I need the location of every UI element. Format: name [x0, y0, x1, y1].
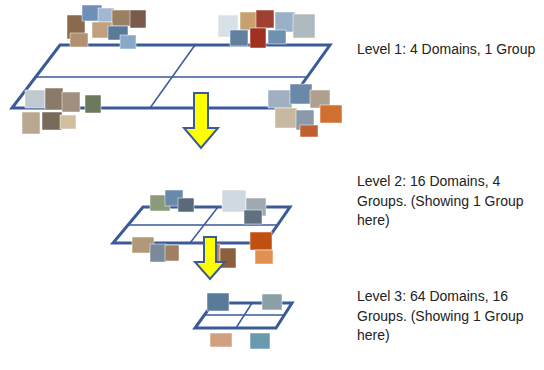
level-label: Level 1: 4 Domains, 1 Group: [357, 40, 539, 60]
photo-cluster: [67, 5, 146, 49]
photo-cluster: [268, 84, 342, 137]
photo-thumbnail: [210, 333, 232, 347]
photo-thumbnail: [293, 14, 315, 38]
photo-thumbnail: [290, 84, 312, 104]
photo-thumbnail: [250, 28, 266, 48]
photo-cluster: [132, 190, 273, 268]
photo-thumbnail: [165, 245, 179, 261]
photo-thumbnail: [255, 250, 273, 264]
photo-thumbnail: [250, 232, 272, 250]
photo-thumbnail: [150, 244, 166, 262]
level-label: Level 2: 16 Domains, 4 Groups. (Showing …: [357, 172, 539, 231]
photo-thumbnail: [60, 115, 76, 129]
photo-thumbnail: [70, 33, 88, 47]
photo-thumbnail: [120, 35, 136, 49]
photo-thumbnail: [62, 92, 80, 112]
photo-thumbnail: [42, 112, 62, 130]
photo-thumbnail: [207, 293, 229, 311]
photo-thumbnail: [250, 333, 270, 349]
photo-cluster: [22, 88, 101, 134]
photo-cluster: [207, 293, 282, 349]
photo-thumbnail: [230, 30, 248, 46]
photo-thumbnail: [130, 10, 146, 28]
photo-cluster: [218, 10, 315, 48]
photo-thumbnail: [320, 105, 342, 123]
photo-thumbnail: [268, 90, 292, 108]
photo-thumbnail: [300, 125, 318, 137]
photo-thumbnail: [45, 88, 63, 110]
photo-thumbnail: [262, 294, 282, 310]
photo-thumbnail: [240, 12, 258, 30]
down-arrow: [195, 237, 225, 279]
grid-line: [236, 303, 252, 328]
photo-thumbnail: [275, 108, 297, 128]
photo-thumbnail: [222, 190, 246, 212]
photo-thumbnail: [244, 210, 262, 224]
grid-line: [150, 45, 195, 108]
photo-thumbnail: [25, 90, 45, 108]
level-label: Level 3: 64 Domains, 16 Groups. (Showing…: [357, 287, 539, 346]
photo-thumbnail: [22, 112, 40, 134]
photo-thumbnail: [268, 30, 286, 44]
down-arrow: [184, 93, 218, 148]
photo-thumbnail: [85, 95, 101, 113]
photo-thumbnail: [256, 10, 274, 28]
photo-thumbnail: [178, 198, 194, 212]
photo-thumbnail: [275, 12, 295, 32]
photo-thumbnail: [98, 8, 114, 22]
